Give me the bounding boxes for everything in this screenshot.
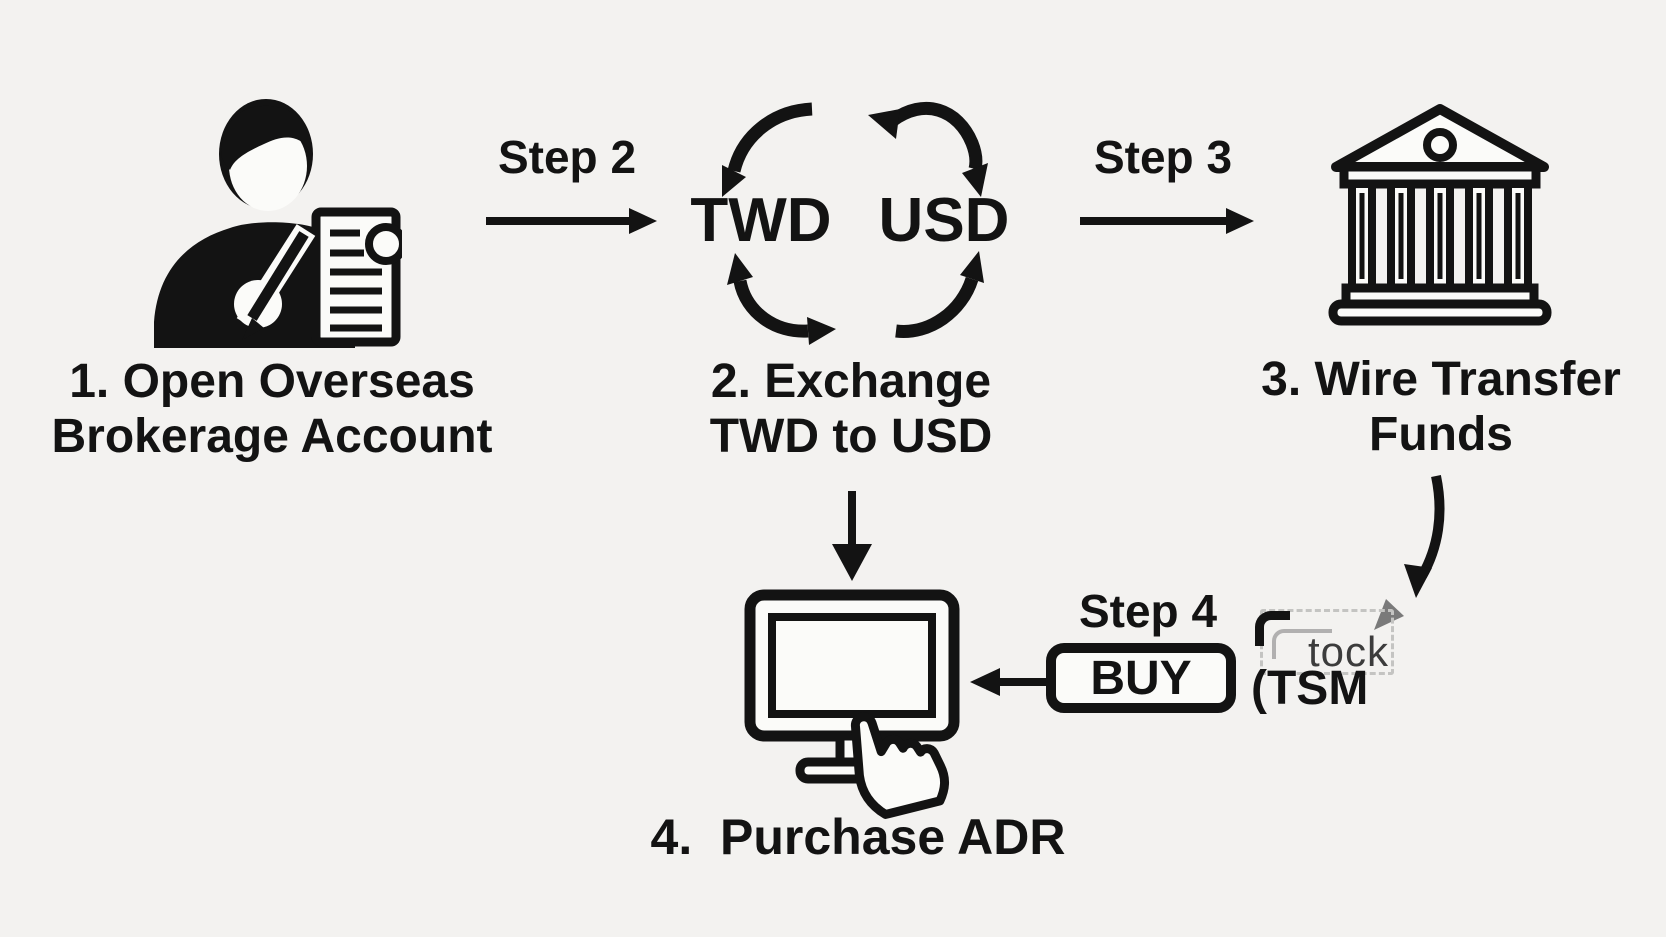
caption-step1-line2: Brokerage Account	[51, 410, 493, 463]
currency-twd: TWD	[690, 186, 832, 255]
step4-label: Step 4	[1078, 585, 1218, 637]
monitor-click-icon	[744, 589, 960, 819]
artifact-corner-glyph	[1255, 611, 1290, 646]
bank-icon	[1328, 104, 1552, 326]
artifact-text-top: tock	[1308, 628, 1390, 675]
caption-step3: 3. Wire Transfer Funds	[1261, 352, 1621, 462]
caption-step1-line1: 1. Open Overseas	[69, 355, 475, 408]
buy-button-label: BUY	[1090, 651, 1192, 705]
caption-step3-line2: Funds	[1369, 408, 1513, 461]
hand-cursor-icon	[851, 712, 950, 819]
person-signing-icon	[154, 99, 402, 348]
caption-step3-line1: 3. Wire Transfer	[1261, 353, 1621, 406]
caption-step1: 1. Open Overseas Brokerage Account	[52, 354, 493, 464]
gray-arrowhead-icon	[1374, 599, 1404, 630]
step2-arrow-icon	[486, 208, 657, 234]
flow-down-arrow-icon	[832, 491, 872, 581]
artifact-text-bottom: (TSM	[1251, 662, 1369, 715]
artifact-gray-corner	[1272, 629, 1332, 659]
funds-curved-arrow-icon	[1404, 474, 1445, 598]
buy-button-shape: BUY	[1046, 643, 1236, 713]
caption-step2-line2: TWD to USD	[709, 410, 993, 463]
step3-arrow-icon	[1080, 208, 1254, 234]
step4-arrow-icon	[970, 668, 1048, 696]
caption-step4: 4. Purchase ADR	[650, 809, 1066, 865]
step2-label: Step 2	[497, 131, 637, 183]
caption-step2: 2. Exchange TWD to USD	[710, 354, 993, 464]
currency-cycle-arrows-icon	[722, 101, 988, 345]
caption-step2-line1: 2. Exchange	[710, 355, 992, 408]
currency-usd: USD	[878, 186, 1010, 255]
step3-label: Step 3	[1093, 131, 1233, 183]
